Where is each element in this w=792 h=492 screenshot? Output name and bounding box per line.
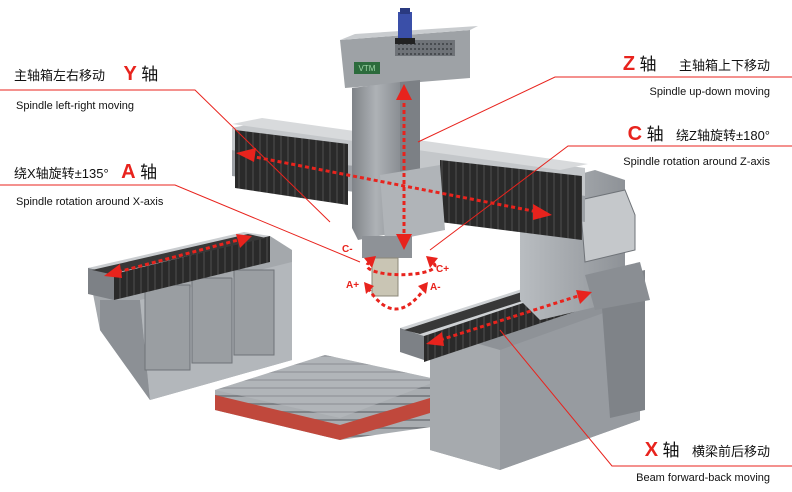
z-axis-label: Z 轴 主轴箱上下移动: [623, 50, 770, 76]
marker-a-plus: A+: [346, 280, 359, 291]
x-leader-line: [499, 329, 792, 467]
worktable: [215, 355, 445, 440]
marker-c-plus: C+: [436, 264, 449, 275]
a-leader-line: [0, 184, 361, 263]
x-arrow-right-front-head-icon: [426, 332, 444, 346]
y-axis-label: 主轴箱左右移动 Y 轴: [14, 60, 158, 86]
z-arrow-up-head-icon: [396, 84, 412, 100]
x-arrow-right-back-head-icon: [576, 290, 592, 304]
z-leader-line: [417, 76, 792, 143]
a-axis-label: 绕X轴旋转±135° A 轴: [14, 158, 157, 184]
x-axis-label: X 轴 横梁前后移动: [645, 436, 770, 462]
a-rotation-arrow-icon: [366, 287, 427, 311]
z-axis-cn-desc: 主轴箱上下移动: [678, 58, 770, 73]
marker-c-minus: C-: [342, 244, 353, 255]
c-axis-word: 轴: [646, 125, 664, 144]
y-leader-line: [0, 89, 331, 223]
z-axis-word: 轴: [639, 55, 657, 74]
leader-lines: [0, 76, 792, 467]
x-axis-word: 轴: [662, 441, 680, 460]
y-axis-letter: Y: [123, 63, 137, 85]
left-base: [88, 232, 292, 400]
c-axis-label: C 轴 绕Z轴旋转±180°: [628, 120, 770, 146]
y-arrow-right-head-icon: [533, 204, 552, 220]
z-axis-en-desc: Spindle up-down moving: [649, 86, 770, 98]
x-motion-arrow-right-line: [439, 294, 579, 342]
right-base: [400, 268, 645, 470]
y-axis-word: 轴: [141, 65, 159, 84]
motion-arrows: [104, 84, 592, 346]
marker-a-minus: A-: [430, 282, 441, 293]
a-axis-en-desc: Spindle rotation around X-axis: [16, 196, 164, 208]
c-axis-letter: C: [627, 123, 643, 145]
x-axis-cn-desc: 横梁前后移动: [691, 444, 770, 459]
logo-plate: [354, 62, 380, 74]
logo-text: VTM: [359, 64, 376, 73]
spindle-motor-icon: [395, 8, 415, 44]
x-arrow-left-front-head-icon: [104, 264, 122, 278]
c-axis-cn-desc: 绕Z轴旋转±180°: [676, 128, 770, 143]
c-leader-line: [429, 145, 792, 251]
a-axis-letter: A: [121, 161, 136, 183]
x-arrow-left-back-head-icon: [236, 234, 252, 248]
y-axis-en-desc: Spindle left-right moving: [16, 100, 135, 112]
a-axis-word: 轴: [140, 163, 158, 182]
c-axis-en-desc: Spindle rotation around Z-axis: [623, 156, 770, 168]
y-arrow-left-head-icon: [236, 148, 256, 162]
z-axis-letter: Z: [622, 53, 636, 75]
x-axis-letter: X: [644, 439, 659, 461]
z-arrow-down-head-icon: [396, 234, 412, 250]
a-axis-cn-desc: 绕X轴旋转±135°: [14, 166, 109, 181]
rotation-markers: C- C+ A+ A-: [342, 244, 449, 293]
x-axis-en-desc: Beam forward-back moving: [636, 472, 770, 484]
y-axis-cn-desc: 主轴箱左右移动: [14, 68, 106, 83]
